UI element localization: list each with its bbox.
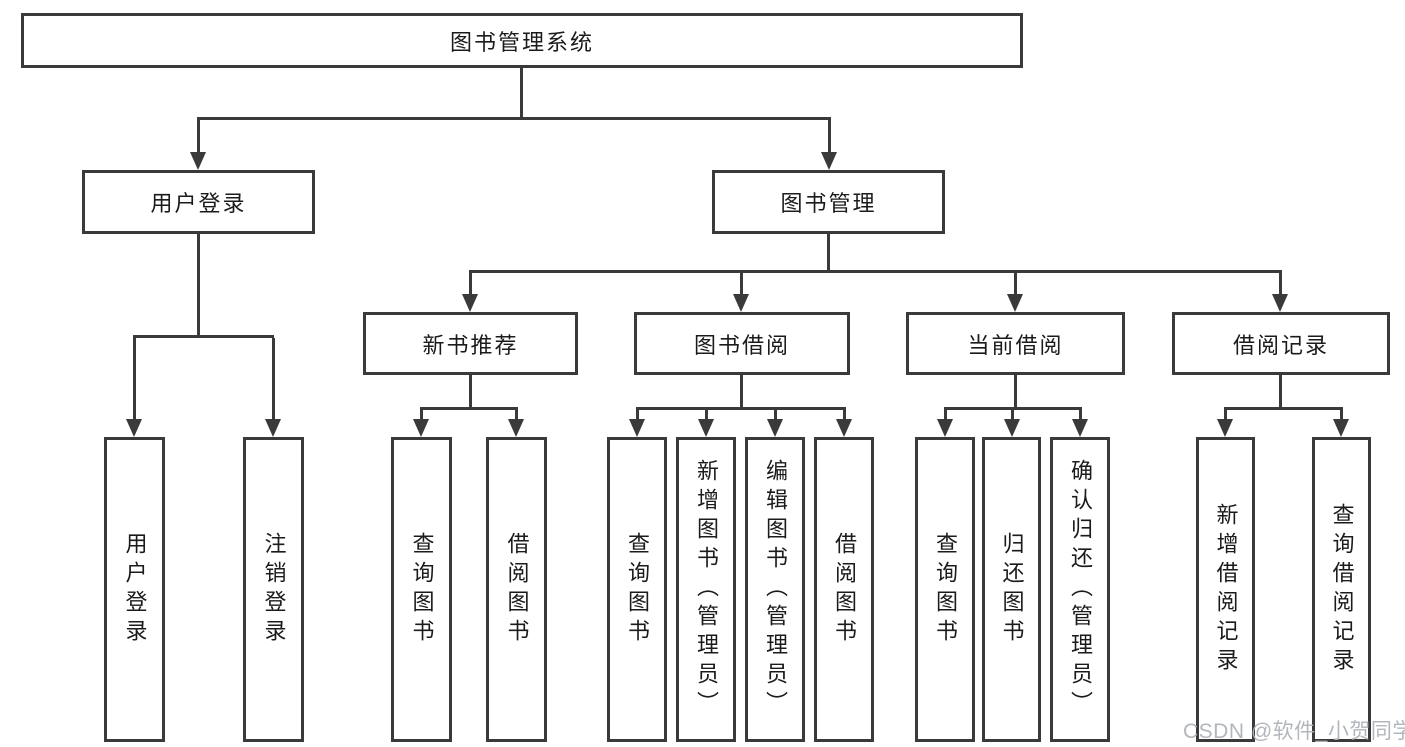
arrowhead bbox=[462, 294, 478, 312]
node-user-login: 用户登录 bbox=[82, 170, 315, 234]
connector-line bbox=[705, 410, 708, 422]
connector-line bbox=[944, 410, 947, 422]
connector-line bbox=[469, 273, 472, 296]
arrowhead bbox=[767, 419, 783, 437]
arrowhead bbox=[1007, 294, 1023, 312]
connector-line bbox=[1279, 375, 1282, 410]
leaf-add-books-admin: 新增图书（管理员） bbox=[676, 437, 736, 742]
connector-line bbox=[1014, 375, 1017, 410]
arrowhead bbox=[1217, 419, 1233, 437]
node-book-borrowing: 图书借阅 bbox=[634, 312, 850, 375]
arrowhead bbox=[733, 294, 749, 312]
connector-line bbox=[944, 407, 1082, 410]
leaf-confirm-return-admin: 确认归还（管理员） bbox=[1050, 437, 1110, 742]
arrowhead bbox=[821, 152, 837, 170]
connector-line bbox=[272, 338, 275, 420]
connector-line bbox=[1011, 410, 1014, 422]
connector-line bbox=[133, 338, 136, 420]
connector-line bbox=[1014, 273, 1017, 296]
leaf-edit-books-admin: 编辑图书（管理员） bbox=[745, 437, 805, 742]
connector-line bbox=[1224, 410, 1227, 422]
leaf-add-borrow-record: 新增借阅记录 bbox=[1196, 437, 1255, 742]
arrowhead bbox=[1333, 419, 1349, 437]
leaf-borrow-books-recommend: 借阅图书 bbox=[486, 437, 547, 742]
leaf-query-books-current: 查询图书 bbox=[915, 437, 975, 742]
arrowhead bbox=[1072, 419, 1088, 437]
connector-line bbox=[197, 117, 831, 120]
node-current-borrowing: 当前借阅 bbox=[906, 312, 1125, 375]
node-new-book-recommendation: 新书推荐 bbox=[363, 312, 578, 375]
arrowhead bbox=[937, 419, 953, 437]
connector-line bbox=[843, 410, 846, 422]
connector-line bbox=[197, 234, 200, 338]
connector-line bbox=[520, 68, 523, 120]
arrowhead bbox=[1004, 419, 1020, 437]
connector-line bbox=[1224, 407, 1343, 410]
connector-line bbox=[740, 273, 743, 296]
leaf-user-login: 用户登录 bbox=[104, 437, 165, 742]
connector-line bbox=[774, 410, 777, 422]
connector-line bbox=[740, 375, 743, 410]
connector-line bbox=[1340, 410, 1343, 422]
connector-line bbox=[1079, 410, 1082, 422]
leaf-borrow-books-borrowing: 借阅图书 bbox=[814, 437, 874, 742]
leaf-query-borrow-record: 查询借阅记录 bbox=[1312, 437, 1371, 742]
connector-line bbox=[827, 234, 830, 273]
connector-line bbox=[636, 410, 639, 422]
connector-line bbox=[469, 375, 472, 410]
leaf-return-books: 归还图书 bbox=[982, 437, 1041, 742]
node-borrowing-records: 借阅记录 bbox=[1172, 312, 1390, 375]
arrowhead bbox=[413, 419, 429, 437]
arrowhead bbox=[698, 419, 714, 437]
arrowhead bbox=[836, 419, 852, 437]
leaf-logout: 注销登录 bbox=[243, 437, 304, 742]
connector-line bbox=[469, 270, 1282, 273]
connector-line bbox=[133, 335, 274, 338]
connector-line bbox=[828, 120, 831, 153]
arrowhead bbox=[629, 419, 645, 437]
connector-line bbox=[420, 410, 423, 422]
node-book-management: 图书管理 bbox=[712, 170, 945, 234]
arrowhead bbox=[126, 419, 142, 437]
watermark: CSDN @软件_小贺同学 bbox=[1183, 720, 1405, 743]
connector-line bbox=[420, 407, 518, 410]
arrowhead bbox=[1272, 294, 1288, 312]
arrowhead bbox=[265, 419, 281, 437]
connector-line bbox=[1279, 273, 1282, 296]
connector-line bbox=[515, 410, 518, 422]
connector-line bbox=[636, 407, 846, 410]
leaf-query-books-recommend: 查询图书 bbox=[391, 437, 452, 742]
arrowhead bbox=[508, 419, 524, 437]
connector-line bbox=[197, 120, 200, 153]
leaf-query-books-borrowing: 查询图书 bbox=[607, 437, 667, 742]
node-root: 图书管理系统 bbox=[21, 13, 1023, 68]
arrowhead bbox=[190, 152, 206, 170]
